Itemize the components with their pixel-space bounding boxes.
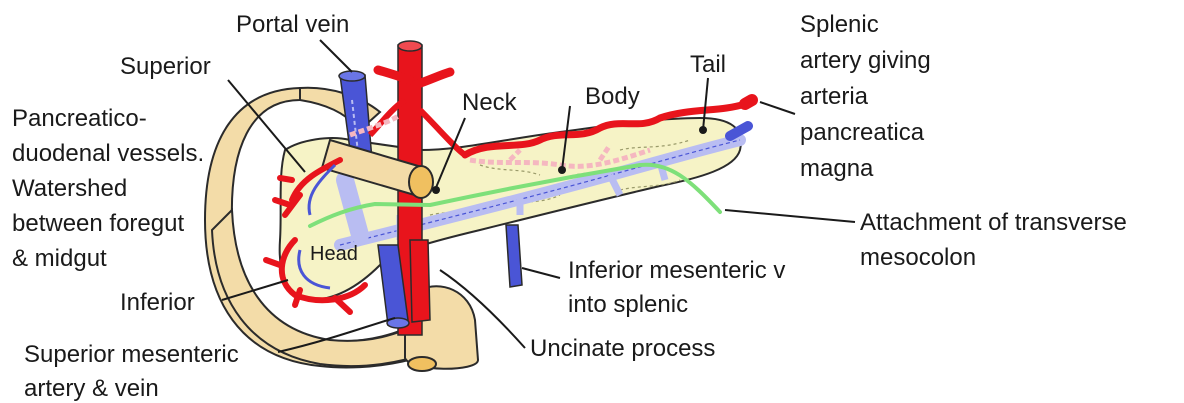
label-tm-line2: mesocolon	[860, 244, 976, 271]
label-portal-vein: Portal vein	[236, 11, 349, 38]
label-body: Body	[585, 83, 640, 110]
label-sm-line1: Superior mesenteric	[24, 341, 239, 368]
label-splenic-line2: artery giving	[800, 47, 931, 74]
label-pd-line1: Pancreatico-	[12, 105, 147, 132]
leader-mesocolon	[725, 210, 855, 222]
leader-portal-vein	[320, 40, 352, 72]
leader-imv	[522, 268, 560, 278]
label-superior: Superior	[120, 53, 211, 80]
label-splenic-line3: arteria	[800, 83, 869, 110]
label-inferior: Inferior	[120, 289, 195, 316]
label-imv-line1: Inferior mesenteric v	[568, 257, 785, 284]
inferior-mesenteric-vein	[506, 225, 522, 287]
label-imv-line2: into splenic	[568, 291, 688, 318]
label-splenic-line1: Splenic	[800, 11, 879, 38]
label-sm-line2: artery & vein	[24, 375, 159, 402]
label-splenic-line5: magna	[800, 155, 874, 182]
label-pd-line5: & midgut	[12, 245, 107, 272]
label-head: Head	[310, 243, 358, 265]
label-pd-line3: Watershed	[12, 175, 127, 202]
leader-splenic	[760, 102, 795, 114]
label-uncinate: Uncinate process	[530, 335, 715, 362]
label-tail: Tail	[690, 51, 726, 78]
label-neck: Neck	[462, 89, 518, 116]
label-splenic-line4: pancreatica	[800, 119, 925, 146]
label-pd-line4: between foregut	[12, 210, 184, 237]
label-pd-line2: duodenal vessels.	[12, 140, 204, 167]
label-tm-line1: Attachment of transverse	[860, 209, 1127, 236]
